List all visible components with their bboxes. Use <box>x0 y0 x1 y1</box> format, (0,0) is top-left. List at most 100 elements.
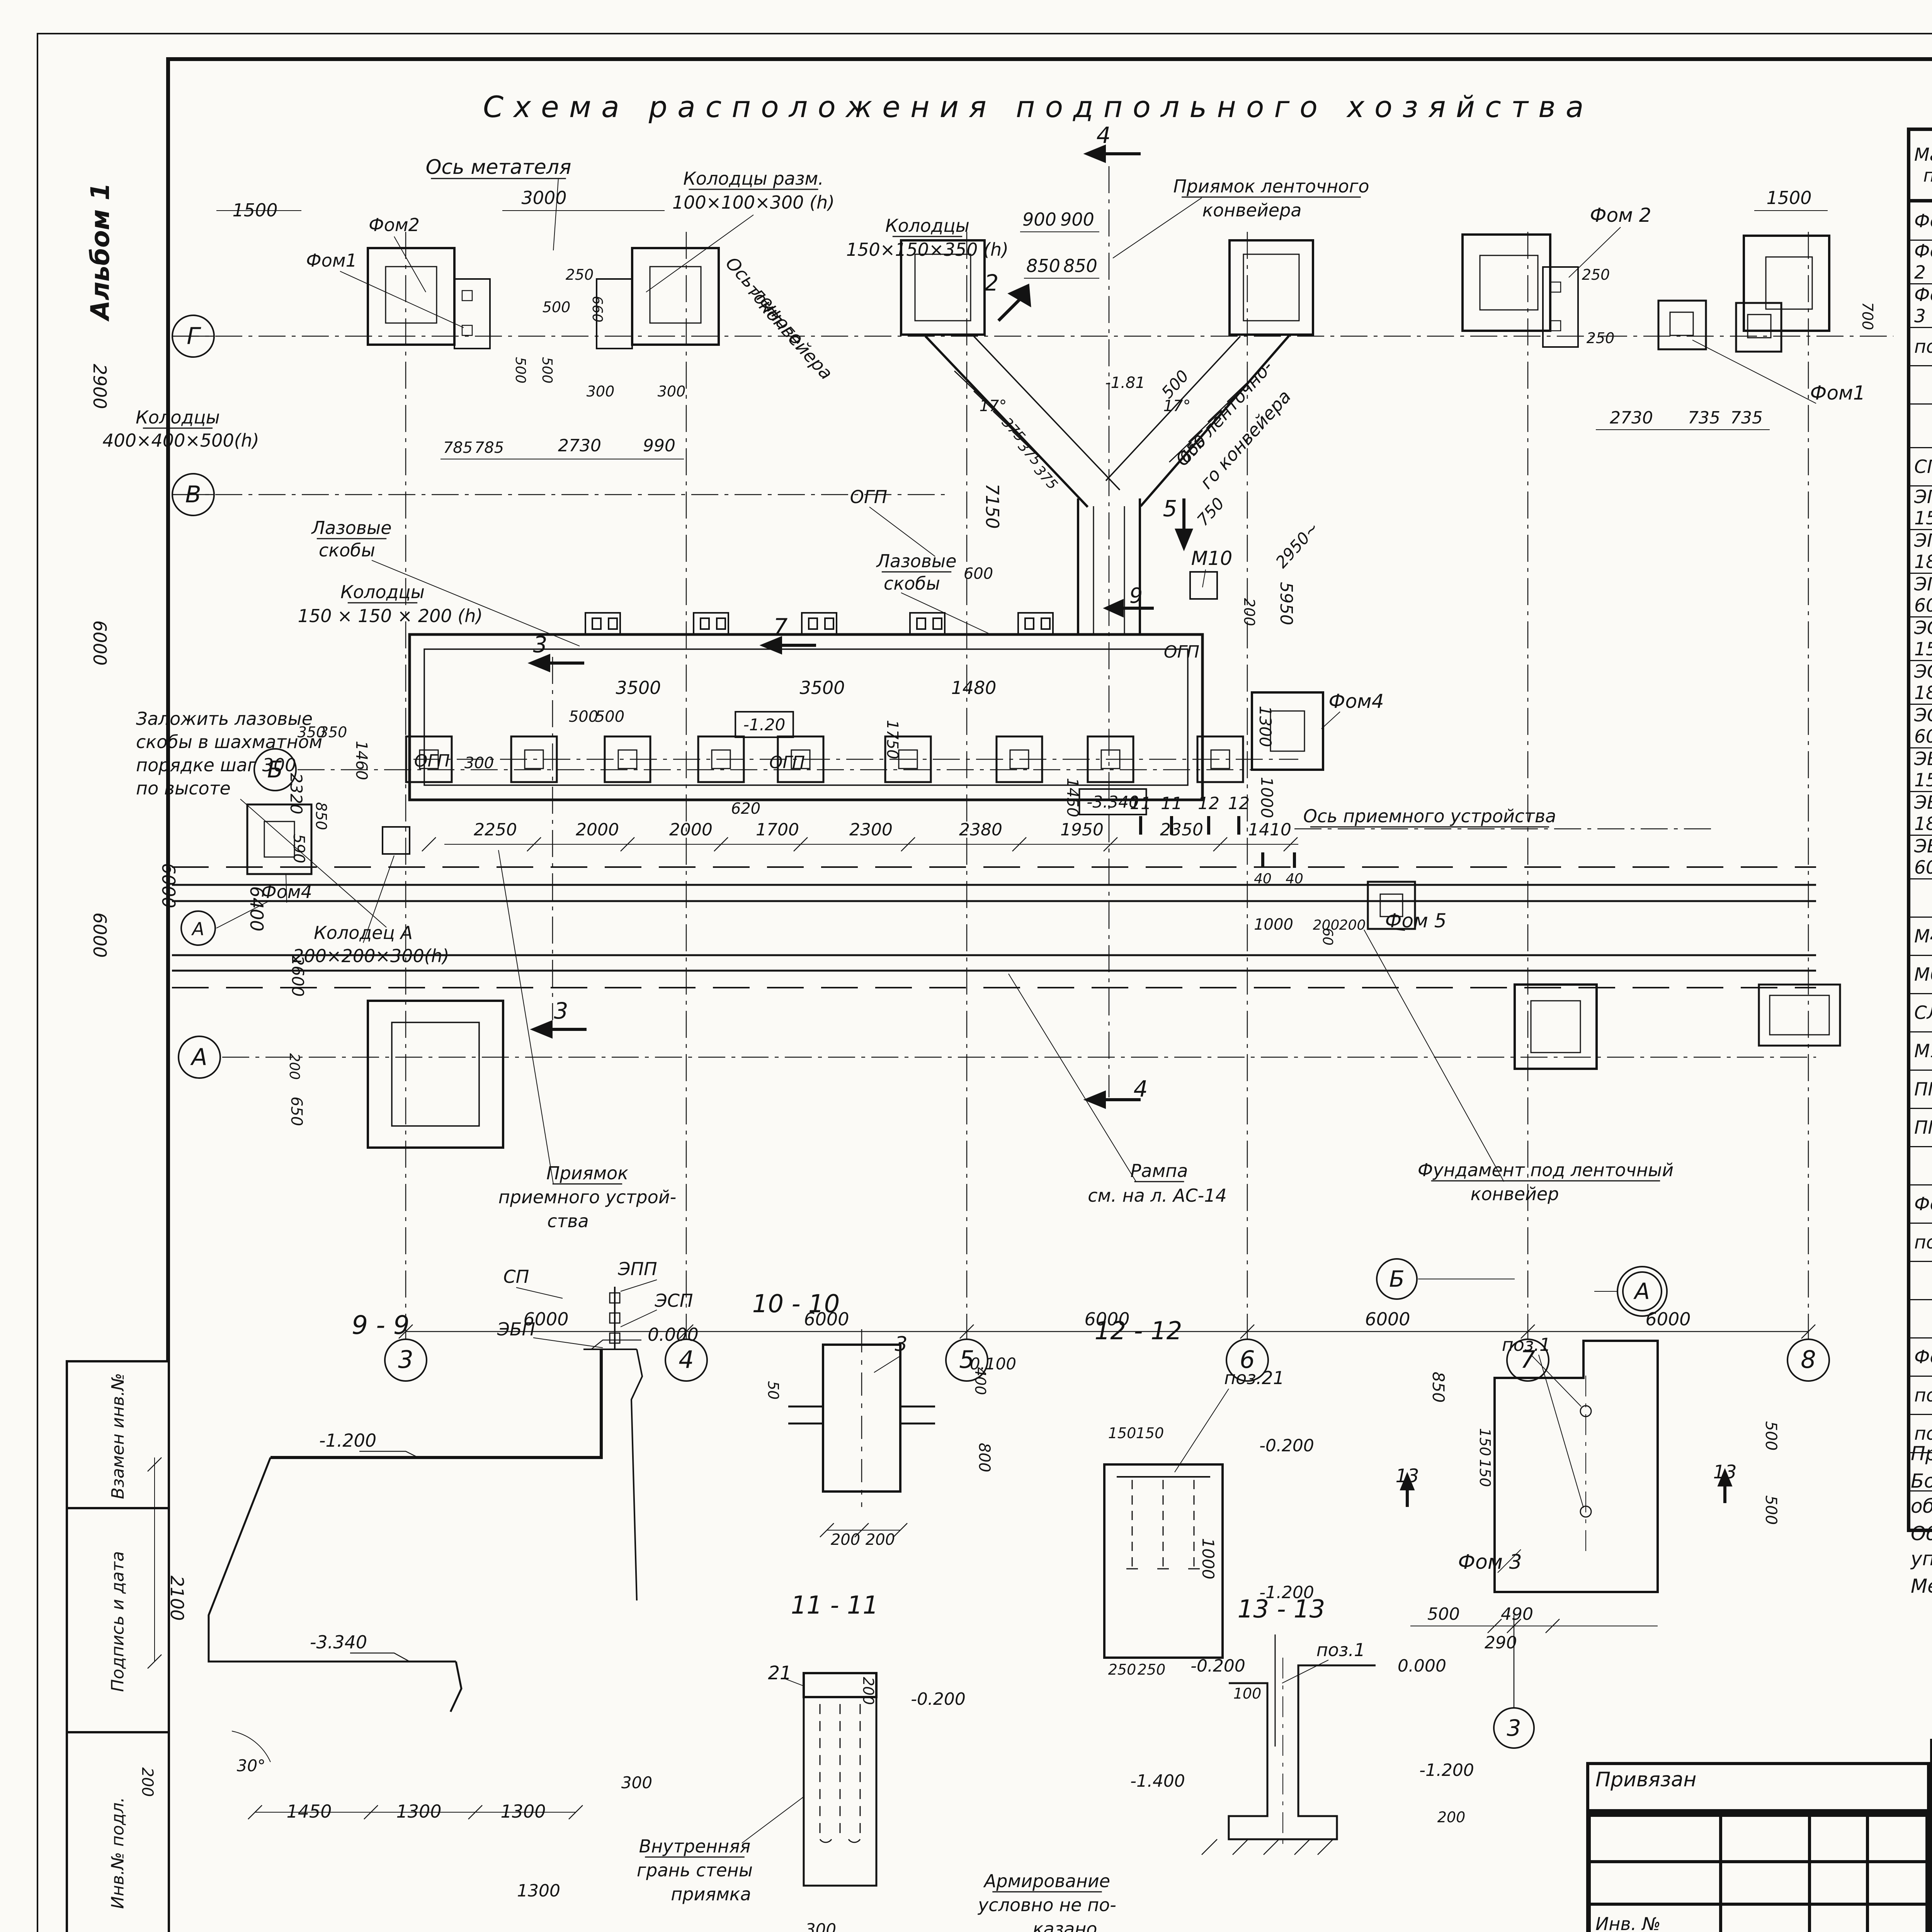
spec-cell: ЭБП 60 <box>1908 835 1932 879</box>
drawing-label: 13 - 13 <box>1238 1595 1325 1624</box>
drawing-label: 250 <box>1587 330 1615 347</box>
drawing-label: 400 <box>972 1367 989 1395</box>
drawing-label: 7150 <box>982 483 1003 529</box>
drawing-label: скобы <box>884 573 940 594</box>
drawing-label: 11 <box>1130 794 1151 813</box>
spec-row: М61.450.3-6 вып.0-1ЛХФ 45-24.7190.5 <box>1908 955 1932 994</box>
spec-cell <box>1908 1299 1932 1338</box>
drawing-label: 1300 <box>396 1801 441 1822</box>
drawing-label: -0.200 <box>1190 1656 1245 1676</box>
section-13-13 <box>1201 1634 1376 1855</box>
spec-row: Материалы <box>1908 1261 1932 1300</box>
drawing-label: 6000 <box>89 620 110 665</box>
spec-cell: Фом 2 <box>1908 240 1932 284</box>
spec-row: поз.211.400- 15 вып.1Закладное изд. МН14… <box>1908 1223 1932 1262</box>
drawing-label: 21 <box>768 1662 791 1684</box>
drawing-label: 6 <box>1240 1345 1255 1374</box>
spec-cell: ЭСП 15 <box>1908 616 1932 661</box>
drawing-label: 5950 <box>1276 582 1296 625</box>
drawing-label: Заложить лазовые <box>136 708 313 729</box>
drawing-label: 1300 <box>500 1801 546 1822</box>
drawing-label: 10 - 10 <box>752 1290 840 1318</box>
drawing-label: -0.200 <box>911 1689 966 1709</box>
spec-row: Материалы <box>1908 1452 1932 1492</box>
section-11-11 <box>742 1672 878 1887</box>
drawing-label: ОГП <box>1164 642 1199 662</box>
drawing-label: 6000 <box>804 1309 849 1330</box>
drawing-label: 1450 <box>286 1801 332 1822</box>
detail-fom3 <box>1400 1279 1733 1708</box>
spec-cell: М4 <box>1908 917 1932 956</box>
drawing-label: 3 <box>895 1333 907 1356</box>
section-12-12 <box>1103 1388 1229 1659</box>
drawing-label: 735 <box>1730 408 1763 428</box>
section-9-9 <box>147 1279 657 1820</box>
spec-cell: поз.1 <box>1908 327 1932 366</box>
drawing-label: ства <box>547 1211 588 1231</box>
drawing-label: поз.1 <box>1502 1334 1551 1355</box>
drawing-label: 2950~ <box>1272 518 1322 571</box>
drawing-label: 850 <box>1063 255 1097 276</box>
drawing-label: условно не по- <box>977 1895 1116 1915</box>
drawing-label: 30° <box>237 1756 265 1775</box>
drawing-label: 200 <box>831 1531 860 1549</box>
drawing-label: 1000 <box>1254 916 1293 934</box>
drawing-label: 8 <box>1801 1345 1816 1374</box>
spec-row: СЛХ1.450.3-6 вып.0-1СЛХ 45л(п)42.8 <box>1908 993 1932 1032</box>
drawing-label: Колодцы <box>136 407 220 428</box>
drawing-label: 200 <box>860 1677 877 1705</box>
drawing-label: 900 <box>1060 209 1094 230</box>
leaders-dims <box>216 178 1828 1184</box>
drawing-label: 150 <box>1476 1428 1493 1456</box>
note-paragraph: Металлоконструкции окрасить масляной кра… <box>1911 1575 1932 1597</box>
drawing-label: А <box>191 918 204 939</box>
drawing-label: 785 <box>443 439 473 457</box>
spec-cell <box>1908 403 1932 448</box>
section-marks <box>527 145 1296 1109</box>
drawing-label: ЭПП <box>617 1259 657 1279</box>
drawing-label: Фом1 <box>306 250 357 271</box>
drawing-label: 12 <box>1198 794 1219 813</box>
drawing-label: 850 <box>1429 1372 1448 1403</box>
spec-row: поз.3ГОСТ 24379.1- 80Болты М12-400 С2452 <box>1908 1376 1932 1415</box>
grid-circles <box>172 315 1830 1749</box>
drawing-label: 290 <box>1485 1633 1517 1653</box>
drawing-label: приямка <box>671 1884 751 1905</box>
spec-row: Фом4Фундамент ФОМ42 <box>1908 1184 1932 1224</box>
drawing-label: 300 <box>587 383 615 400</box>
drawing-label: 350 <box>319 724 347 741</box>
spec-row <box>1908 1146 1932 1185</box>
spec-cell <box>1908 1490 1932 1531</box>
drawing-label: 600 <box>964 565 993 583</box>
drawing-label: 2 <box>985 270 999 296</box>
binding-grid: Инв. № <box>1586 1812 1930 1932</box>
drawing-label: 50 <box>765 1381 782 1400</box>
drawing-label: ОГП <box>850 486 887 507</box>
spec-cell: поз.20 <box>1908 1414 1932 1453</box>
drawing-label: 500 <box>1427 1604 1460 1624</box>
drawing-label: поз.21 <box>1224 1367 1284 1388</box>
spec-row: ЭПП 601.450.3-6 вып.0-1Поручни ЭППХ-6021… <box>1908 573 1932 617</box>
drawing-label: А <box>190 1044 207 1071</box>
drawing-label: 6000 <box>1645 1309 1690 1330</box>
drawing-label: 1410 <box>1248 820 1291 840</box>
drawing-label: 990 <box>643 436 675 456</box>
spec-row: СП1.450.3-6 вып.0-1Стойки СПХ1162.7 <box>1908 447 1932 486</box>
drawing-label: 12 - 12 <box>1095 1317 1182 1345</box>
spec-row: Ограждение приямков ОГП <box>1908 403 1932 448</box>
spec-cell <box>1908 1261 1932 1300</box>
drawing-label: Лазовые <box>311 517 391 538</box>
spec-row: ЭБП 601.450.3-6 вып.1Бордюры ЭБП- 60216.… <box>1908 835 1932 879</box>
drawing-label: Внутренняя <box>639 1836 751 1857</box>
drawing-label: 200×200×300(h) <box>293 946 449 966</box>
spec-row: ПМ41.450.3-6 вып.0-1ЭСЛХ 45-24 (струна)2… <box>1908 1108 1932 1147</box>
drawing-label: 300 <box>805 1920 836 1932</box>
spec-table: Марка поз.ОбозначениеНаименованиеКол.Мас… <box>1907 128 1932 1532</box>
sheet-frame <box>166 57 1932 1932</box>
drawing-label: 9 - 9 <box>352 1310 410 1340</box>
drawing-label: 150×150×350 (h) <box>846 239 1009 260</box>
drawing-label: -1.400 <box>1130 1771 1185 1791</box>
drawing-label: 4 <box>679 1345 694 1374</box>
